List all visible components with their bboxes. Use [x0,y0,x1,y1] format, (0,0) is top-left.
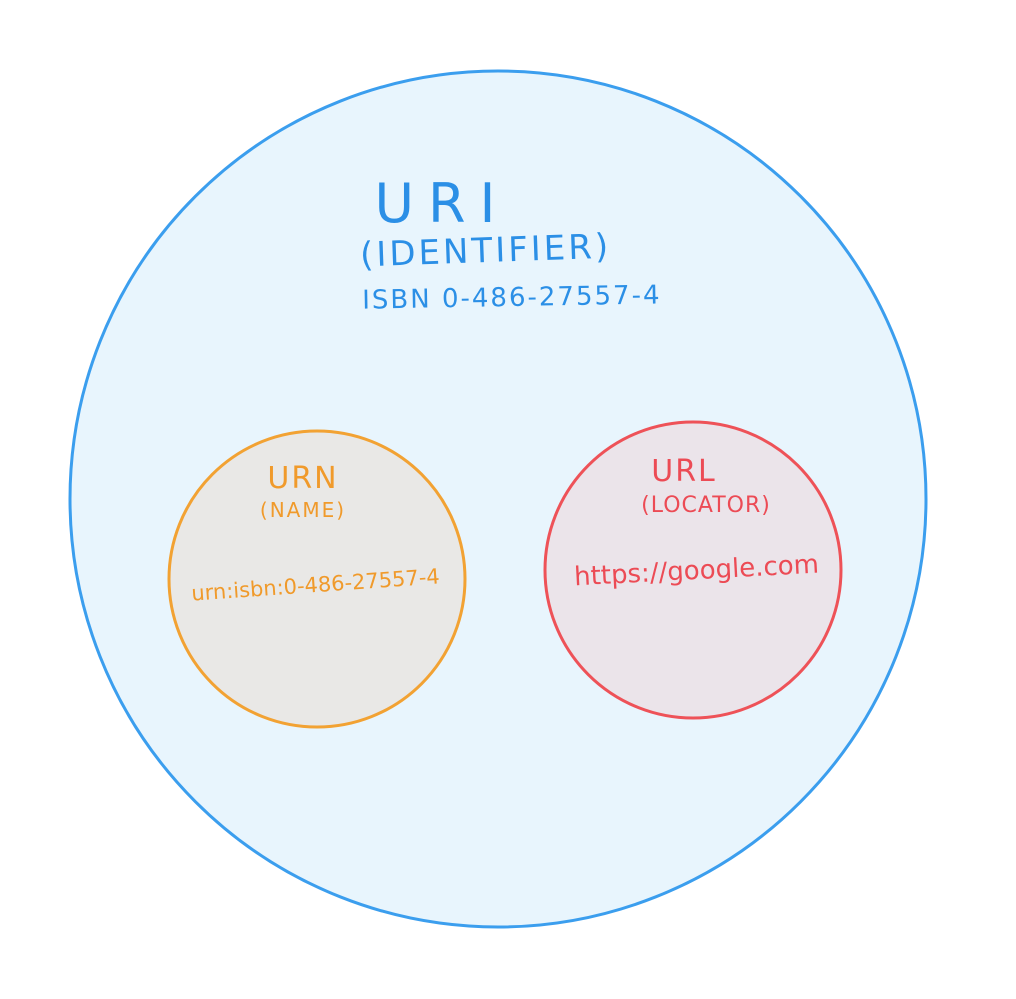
uri-title: URI [375,172,510,235]
uri-example: ISBN 0-486-27557-4 [362,280,662,315]
uri-subtitle: (IDENTIFIER) [359,227,611,276]
urn-subtitle: (NAME) [260,498,346,522]
urn-title: URN [267,461,338,496]
url-circle [543,420,843,720]
url-title: URL [651,454,717,489]
urn-circle [167,429,467,729]
url-subtitle: (LOCATOR) [641,493,771,518]
